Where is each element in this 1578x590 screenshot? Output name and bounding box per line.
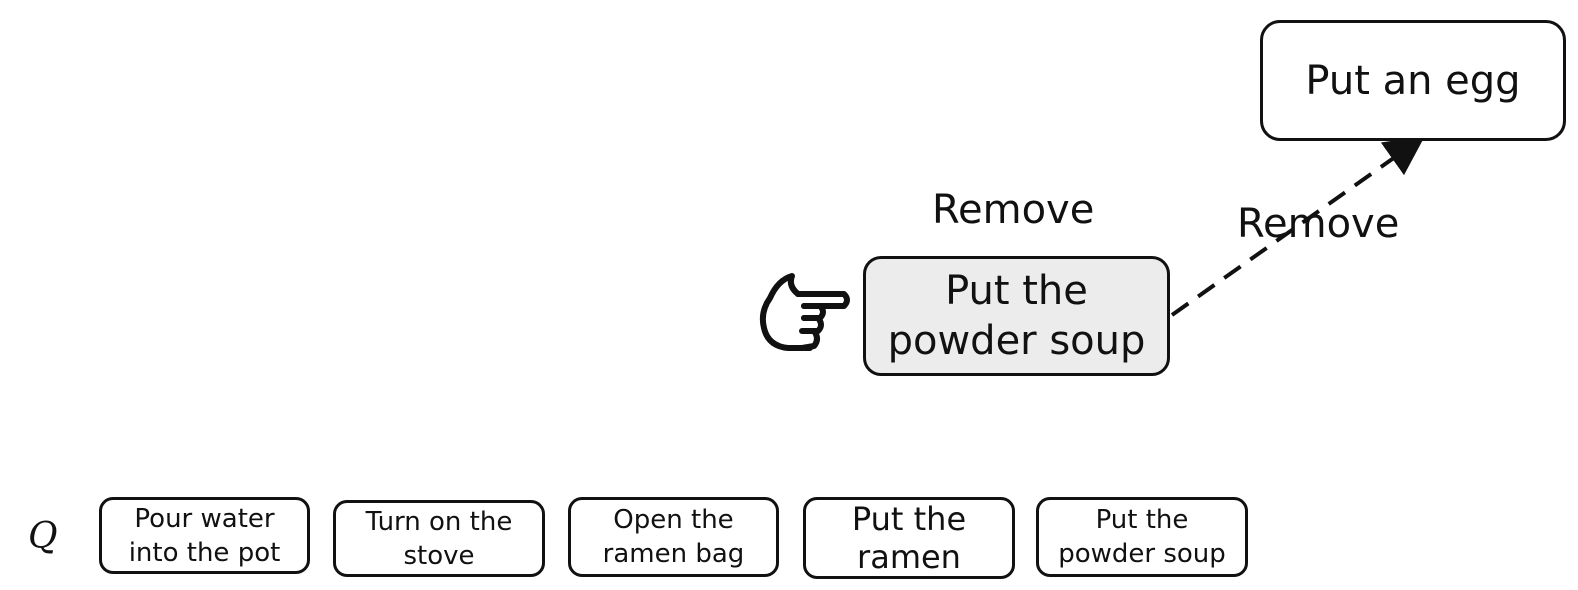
dashed-arrow-edge <box>1170 135 1426 317</box>
remove-label-on-edge: Remove <box>1237 201 1400 247</box>
queue-item: Pour water into the pot <box>99 497 310 574</box>
queue-item: Put the ramen <box>803 497 1015 579</box>
queue-item: Open the ramen bag <box>568 497 779 577</box>
queue-item: Turn on the stove <box>333 500 545 577</box>
queue-item: Put the powder soup <box>1036 497 1248 577</box>
node-put-the-powder-soup: Put the powder soup <box>863 256 1170 376</box>
queue-symbol: Q <box>28 516 58 557</box>
remove-label-above-node: Remove <box>932 187 1095 233</box>
hand-pointing-right-icon <box>759 273 850 351</box>
node-put-an-egg: Put an egg <box>1260 20 1566 141</box>
